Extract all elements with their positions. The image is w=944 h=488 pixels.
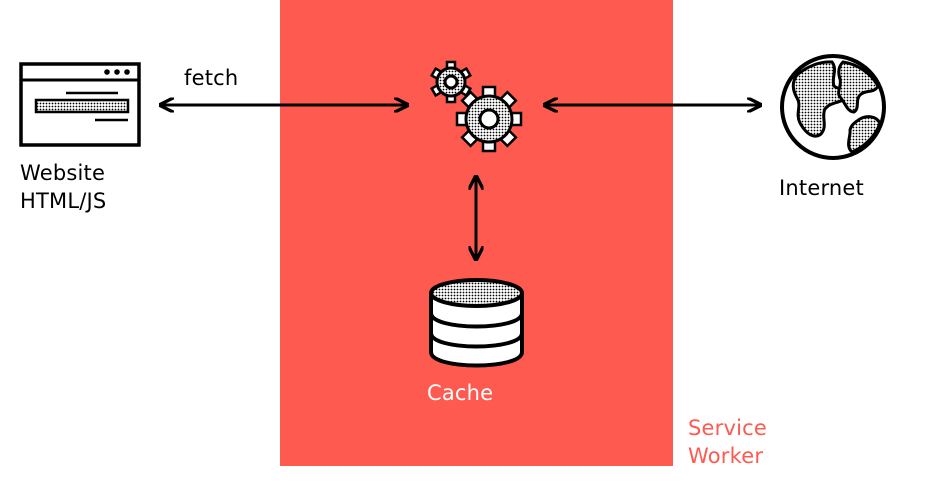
gears-icon [429, 60, 523, 153]
service-worker-label-line1: Service [688, 416, 768, 440]
website-label-line1: Website [20, 161, 106, 185]
service-worker-label: Service Worker [688, 414, 767, 470]
cache-label: Cache [427, 381, 494, 405]
website-label: Website HTML/JS [20, 159, 106, 215]
database-icon [429, 278, 524, 368]
service-worker-label-line2: Worker [688, 444, 764, 468]
fetch-label: fetch [184, 66, 239, 90]
browser-window-icon [19, 62, 141, 147]
internet-label: Internet [779, 176, 864, 200]
website-label-line2: HTML/JS [20, 189, 107, 213]
globe-icon [780, 54, 886, 160]
small-gear-icon [429, 60, 473, 104]
large-gear-icon [455, 85, 523, 153]
